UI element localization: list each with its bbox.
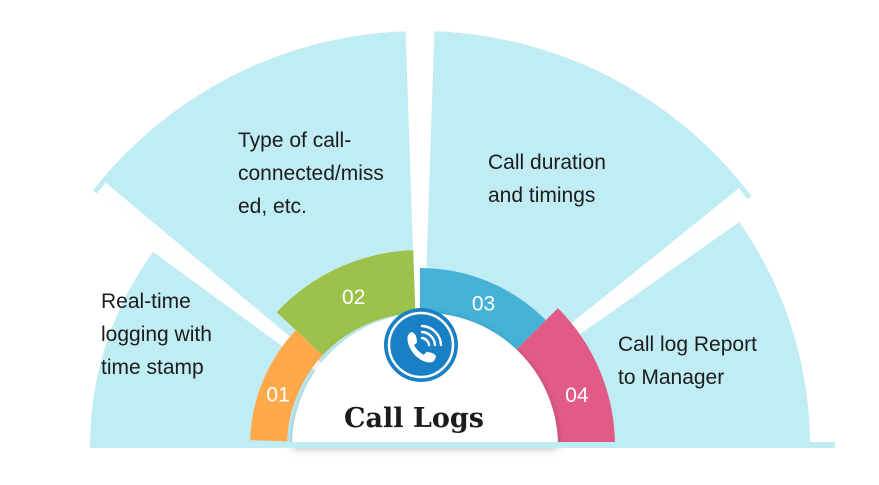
segment-label-line: logging with [101, 323, 212, 346]
number-arc-02 [276, 250, 416, 356]
segment-label-line: Real-time [101, 290, 191, 313]
fan-segment-2 [93, 31, 420, 447]
segment-label-line: ed, etc. [238, 195, 307, 218]
separator-ray-2 [406, 36, 434, 406]
segment-label-line: Type of call- [238, 129, 352, 152]
segment-label-line: and timings [488, 184, 596, 207]
segment-label-line: Call duration [488, 151, 606, 174]
segment-number-02: 02 [342, 286, 365, 309]
segment-label-line: connected/miss [238, 162, 384, 185]
segment-label-01: Real-time logging with time stamp [101, 285, 212, 384]
segment-label-line: Call log Report [618, 333, 757, 356]
number-arcs: 01 02 03 04 [250, 250, 615, 446]
segment-label-line: to Manager [618, 366, 725, 389]
phone-call-icon [384, 308, 458, 382]
number-arc-01 [250, 330, 323, 442]
base-strip [90, 442, 835, 448]
segment-number-03: 03 [472, 293, 495, 316]
segment-number-04: 04 [565, 384, 589, 407]
segment-label-line: time stamp [101, 356, 204, 379]
segment-label-04: Call log Report to Manager [618, 328, 757, 394]
segment-label-02: Type of call-connected/miss ed, etc. [238, 124, 384, 223]
segment-number-01: 01 [266, 383, 289, 406]
number-arc-03 [420, 268, 546, 352]
number-arc-04 [514, 308, 615, 446]
diagram-title: Call Logs [344, 403, 484, 434]
segment-label-03: Call duration and timings [488, 146, 606, 212]
